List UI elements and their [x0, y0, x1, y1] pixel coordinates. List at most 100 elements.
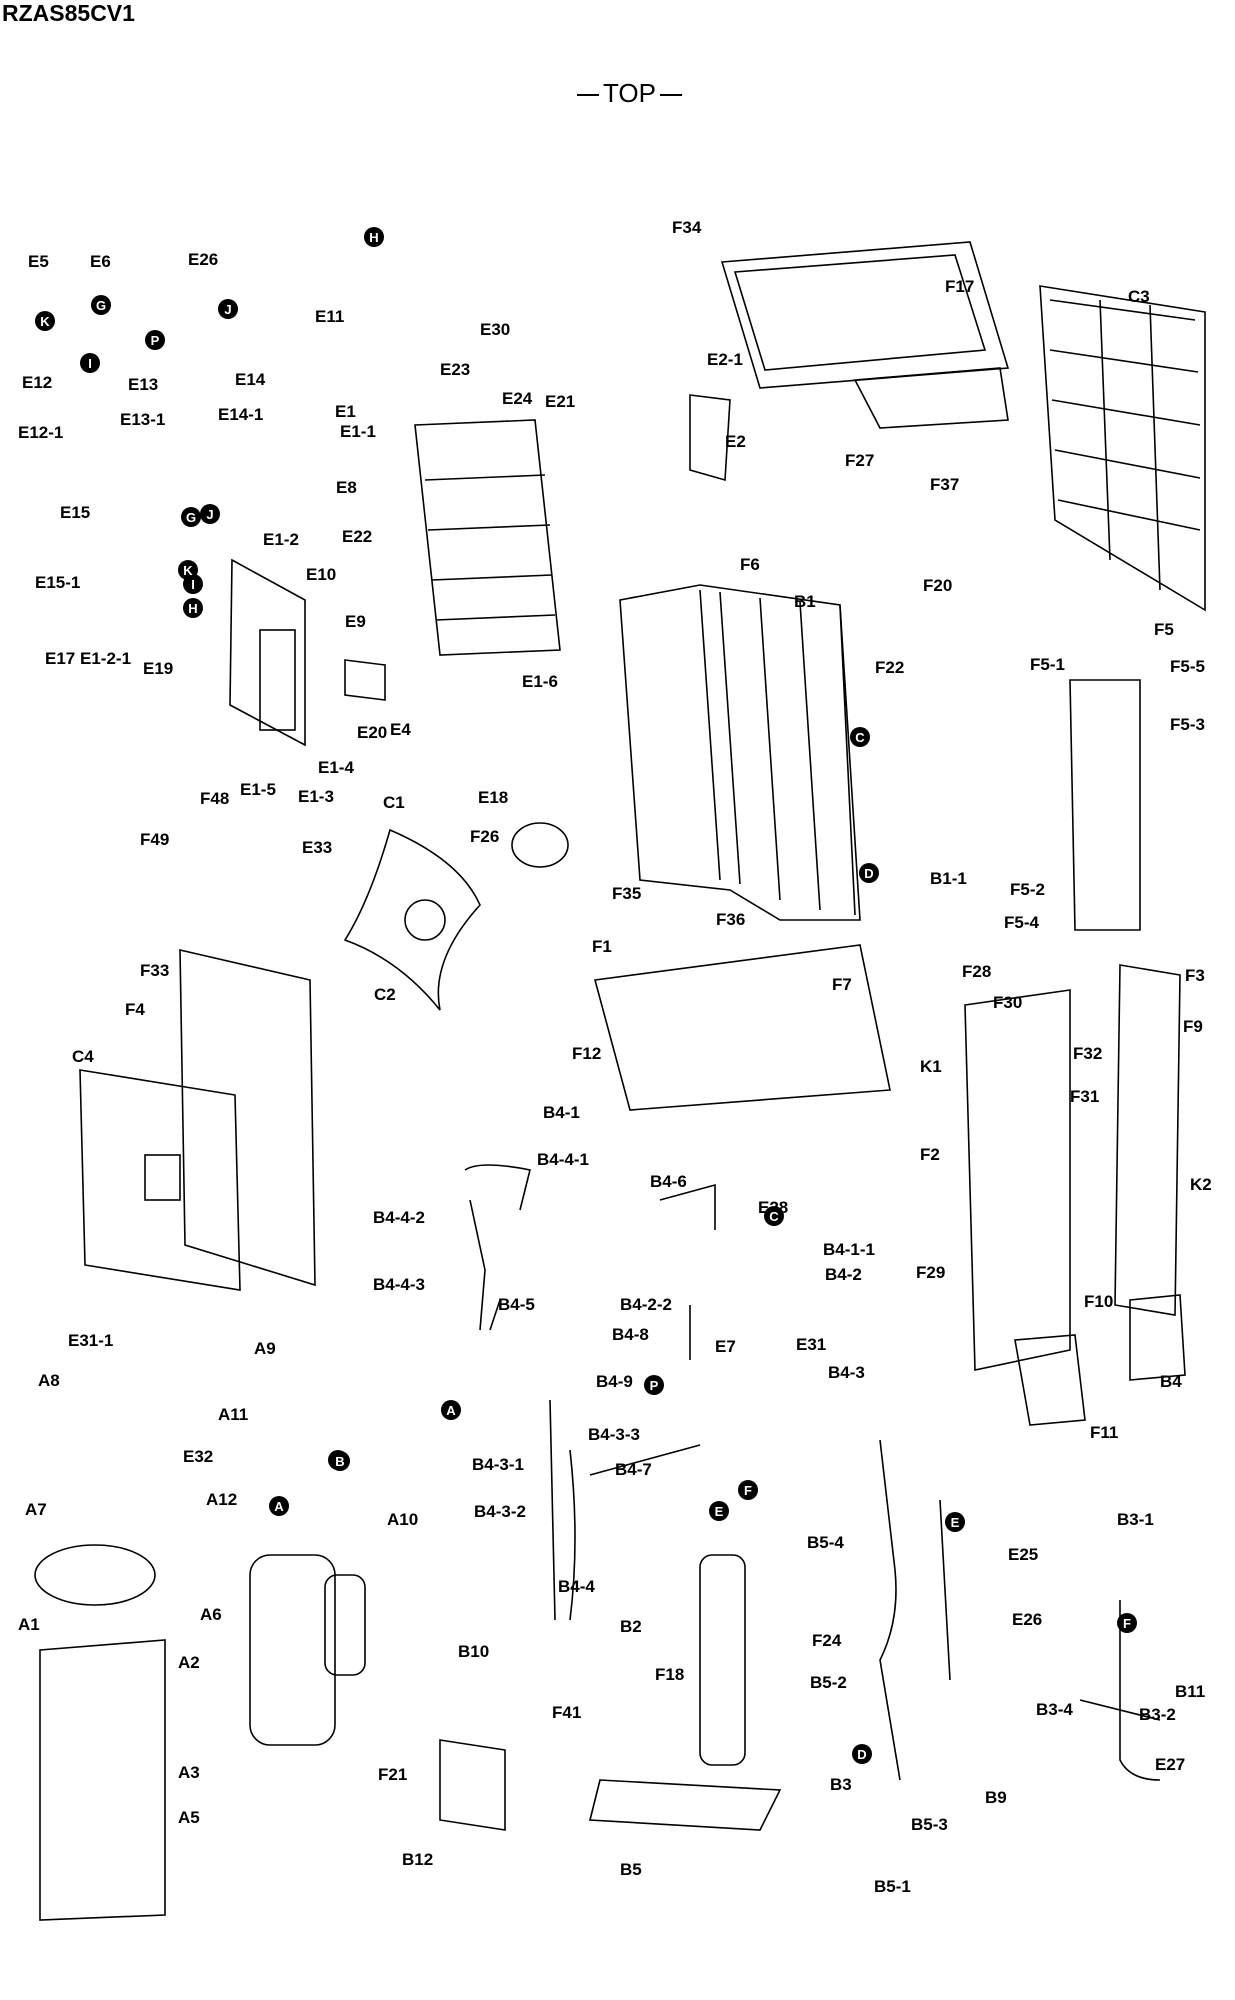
part-label-c1: C1 [383, 793, 405, 812]
part-label-e9: E9 [345, 612, 366, 631]
part-label-b4-3-3: B4-3-3 [588, 1425, 640, 1444]
rear-guard-grid [1049, 299, 1201, 591]
part-label-b4-7: B4-7 [615, 1460, 652, 1479]
part-label-b4-1: B4-1 [543, 1103, 580, 1122]
part-label-e12-1: E12-1 [18, 423, 63, 442]
connection-marker-letter: G [96, 298, 106, 313]
part-label-b3: B3 [830, 1775, 852, 1794]
part-label-e26: E26 [1012, 1610, 1042, 1629]
base-plate-shape [593, 944, 891, 1111]
part-label-f22: F22 [875, 658, 904, 677]
connection-marker-letter: E [951, 1515, 960, 1530]
part-label-a9: A9 [254, 1339, 276, 1358]
part-label-e15-1: E15-1 [35, 573, 80, 592]
part-label-f18: F18 [655, 1665, 684, 1684]
connection-marker-d [852, 1744, 872, 1764]
part-label-e23: E23 [440, 360, 470, 379]
part-label-a8: A8 [38, 1371, 60, 1390]
compressor-top-insulation-shape [34, 1544, 156, 1606]
part-label-e25: E25 [1008, 1545, 1038, 1564]
part-label-f17: F17 [945, 277, 974, 296]
part-label-c4: C4 [72, 1047, 94, 1066]
pcb-component [259, 629, 296, 731]
connection-marker-letter: I [191, 577, 195, 592]
part-label-f35: F35 [612, 884, 641, 903]
part-label-e32: E32 [183, 1447, 213, 1466]
top-panel-inner [733, 254, 987, 371]
connection-marker-p [145, 330, 165, 350]
part-label-e7: E7 [715, 1337, 736, 1356]
part-label-b4-4-3: B4-4-3 [373, 1275, 425, 1294]
part-label-e22: E22 [342, 527, 372, 546]
side-panel-f3-shape [1114, 964, 1181, 1316]
part-label-f5-4: F5-4 [1004, 913, 1040, 932]
connection-marker-k [35, 311, 55, 331]
part-label-f36: F36 [716, 910, 745, 929]
part-label-e1-6: E1-6 [522, 672, 558, 691]
connection-marker-letter: B [335, 1454, 344, 1469]
connection-marker-e [709, 1501, 729, 1521]
part-label-e13: E13 [128, 375, 158, 394]
part-label-f24: F24 [812, 1631, 842, 1650]
connection-marker-letter: J [224, 302, 231, 317]
front-panel-shape [179, 948, 316, 1287]
bracket-e2-shape [689, 394, 731, 482]
connection-marker-b [330, 1451, 350, 1471]
part-label-f32: F32 [1073, 1044, 1102, 1063]
part-label-b9: B9 [985, 1788, 1007, 1807]
part-label-b4-3-1: B4-3-1 [472, 1455, 524, 1474]
part-label-b3-1: B3-1 [1117, 1510, 1154, 1529]
part-label-f21: F21 [378, 1765, 407, 1784]
pipe-b4-4-shape [464, 1164, 531, 1331]
part-label-f34: F34 [672, 218, 702, 237]
connection-marker-letter: F [744, 1483, 752, 1498]
part-label-e20: E20 [357, 723, 387, 742]
part-label-a1: A1 [18, 1615, 40, 1634]
part-label-e31-1: E31-1 [68, 1331, 113, 1350]
connection-marker-a [269, 1496, 289, 1516]
connection-marker-p [644, 1375, 664, 1395]
connection-marker-c [850, 727, 870, 747]
connection-marker-h [183, 598, 203, 618]
fan-blades-shape [343, 828, 481, 1011]
part-label-f30: F30 [993, 993, 1022, 1012]
part-label-b5-3: B5-3 [911, 1815, 948, 1834]
part-label-e2-1: E2-1 [707, 350, 743, 369]
part-label-e24: E24 [502, 389, 533, 408]
part-label-e14: E14 [235, 370, 266, 389]
part-label-b4-3-2: B4-3-2 [474, 1502, 526, 1521]
part-label-f11: F11 [1090, 1423, 1118, 1442]
connection-marker-letter: G [186, 510, 196, 525]
part-label-f7: F7 [832, 975, 852, 994]
connection-marker-letter: D [864, 866, 873, 881]
part-label-e1-3: E1-3 [298, 787, 334, 806]
part-label-f5: F5 [1154, 620, 1174, 639]
fan-hub-shape [404, 899, 446, 941]
coil-shape [619, 584, 861, 921]
part-label-k2: K2 [1190, 1175, 1212, 1194]
part-label-f2: F2 [920, 1145, 940, 1164]
part-label-b4-4: B4-4 [558, 1577, 595, 1596]
part-label-e33: E33 [302, 838, 332, 857]
part-label-a11: A11 [218, 1405, 248, 1424]
connection-marker-i [80, 353, 100, 373]
part-label-f41: F41 [552, 1703, 581, 1722]
connection-marker-letter: A [274, 1499, 284, 1514]
connection-marker-k [178, 560, 198, 580]
connection-marker-g [181, 507, 201, 527]
connection-marker-letter: C [855, 730, 865, 745]
grille-center [144, 1154, 181, 1201]
pipe-b5-shape [879, 1439, 951, 1781]
part-label-f6: F6 [740, 555, 760, 574]
connection-marker-letter: F [1123, 1616, 1131, 1631]
part-label-e27: E27 [1155, 1755, 1185, 1774]
part-label-b1-1: B1-1 [930, 869, 967, 888]
part-label-e13-1: E13-1 [120, 410, 165, 429]
elec-frame-ribs [424, 474, 556, 621]
part-label-a10: A10 [387, 1510, 418, 1529]
part-label-e21: E21 [545, 392, 575, 411]
part-label-b5-4: B5-4 [807, 1533, 844, 1552]
part-label-e4: E4 [390, 720, 411, 739]
part-label-c2: C2 [374, 985, 396, 1004]
